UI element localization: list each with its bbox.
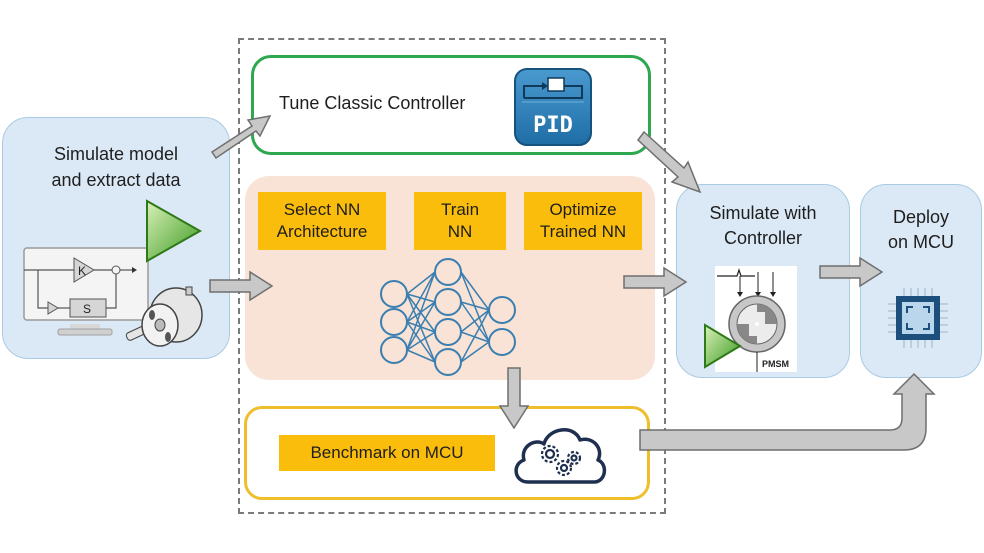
step-line: Optimize: [549, 200, 617, 219]
pid-controller-icon: PID: [514, 68, 592, 146]
nn-connection: [460, 271, 490, 343]
run-simulation-icon-small: [704, 323, 742, 369]
nn-connection: [406, 271, 436, 295]
arrow-nn-to-benchmark: [498, 367, 530, 430]
nn-neuron: [380, 336, 408, 364]
pmsm-motor-icon: PMSM: [715, 266, 797, 372]
arrow-tune-to-simcontroller: [636, 130, 702, 194]
nn-connection: [460, 301, 490, 311]
nn-neuron: [488, 328, 516, 356]
simulate-model-title-1: Simulate model: [53, 144, 179, 164]
pid-label: PID: [533, 113, 573, 138]
step-line: NN: [447, 222, 473, 241]
nn-connection: [460, 309, 490, 363]
neural-network-icon: [380, 258, 516, 376]
arrow-benchmark-to-deploy: [639, 372, 936, 451]
nn-neuron: [434, 318, 462, 346]
benchmark-text: Benchmark on MCU: [310, 443, 464, 462]
arrow-simulate-to-tune: [210, 114, 272, 160]
deploy-title-1: Deploy: [892, 207, 950, 227]
nn-neuron: [434, 288, 462, 316]
block-diagram-monitor-icon: K S: [23, 247, 149, 336]
deploy-title-2: on MCU: [887, 232, 954, 252]
benchmark-on-mcu-label: Benchmark on MCU: [279, 435, 495, 471]
arrow-simcontroller-to-deploy: [819, 256, 884, 288]
nn-neuron: [434, 348, 462, 376]
step-select-nn-architecture: Select NN Architecture: [258, 192, 386, 250]
simulate-model-title-2: and extract data: [51, 170, 181, 190]
step-line: Select NN: [283, 200, 361, 219]
deploy-on-mcu-box: Deploy on MCU: [860, 184, 982, 378]
nn-connection: [460, 309, 490, 333]
pmsm-label: PMSM: [762, 359, 789, 369]
tune-classic-controller-label: Tune Classic Controller: [279, 93, 466, 113]
nn-connection: [406, 321, 436, 363]
nn-neuron: [380, 308, 408, 336]
mcu-chip-icon: [888, 288, 948, 348]
block-label: S: [83, 302, 91, 316]
nn-connection: [460, 341, 490, 363]
step-optimize-trained-nn: Optimize Trained NN: [524, 192, 642, 250]
nn-connection: [406, 293, 436, 363]
step-line: Architecture: [276, 222, 368, 241]
simulate-with-controller-title-1: Simulate with: [709, 203, 817, 223]
nn-connection: [406, 271, 436, 351]
nn-connection: [406, 331, 436, 351]
nn-connection: [406, 349, 436, 363]
step-line: Train: [440, 200, 480, 219]
nn-neuron: [488, 296, 516, 324]
nn-neuron: [380, 280, 408, 308]
step-line: Trained NN: [539, 222, 627, 241]
cloud-gears-icon: [514, 428, 607, 484]
arrow-simulate-to-nn: [209, 270, 274, 302]
gain-label: K: [78, 264, 86, 278]
dc-motor-icon: [125, 286, 203, 347]
nn-connection: [406, 301, 436, 351]
nn-connection: [460, 301, 490, 343]
arrow-nn-to-simcontroller: [623, 266, 688, 298]
simulate-with-controller-title-2: Controller: [723, 228, 803, 248]
step-train-nn: Train NN: [414, 192, 506, 250]
run-simulation-icon: [146, 199, 203, 263]
nn-connection: [460, 271, 490, 311]
nn-connection: [406, 271, 436, 323]
nn-neuron: [434, 258, 462, 286]
